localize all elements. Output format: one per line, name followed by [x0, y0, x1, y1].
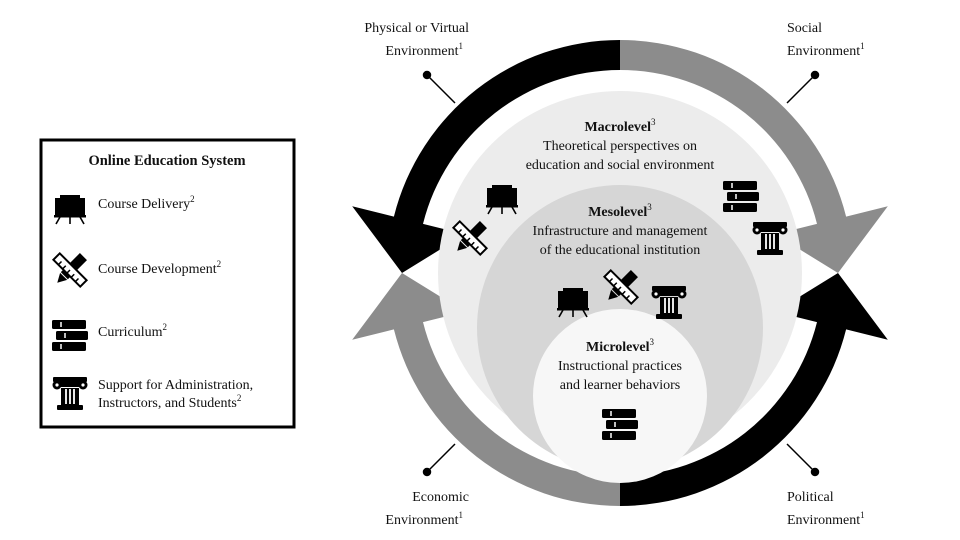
env-social-line-2: Environment1: [787, 41, 865, 59]
microlevel-title: Microlevel3: [586, 337, 655, 355]
legend-item-course-delivery: Course Delivery2: [53, 194, 195, 225]
macrolevel-title: Macrolevel3: [584, 117, 656, 135]
books-icon: [601, 408, 639, 441]
pointer-dot-economic: [422, 467, 432, 477]
macrolevel-line-1: Theoretical perspectives on: [543, 139, 697, 154]
env-political-line-1: Political: [787, 490, 834, 505]
legend-item-label: Curriculum: [98, 325, 163, 340]
pointer-line-physical: [426, 74, 456, 104]
legend-item-label: Course Development: [98, 262, 217, 277]
legend-item-curriculum: Curriculum2: [51, 319, 167, 352]
legend-item-label: Instructors, and Students: [98, 396, 237, 411]
svg-text:Curriculum2: Curriculum2: [98, 322, 167, 340]
cycle-arrows: [352, 39, 888, 507]
mesolevel-line-2: of the educational institution: [540, 243, 701, 258]
arrow-dark-right: [620, 273, 888, 507]
pointer-line-political: [786, 443, 816, 473]
pointer-dot-physical: [422, 70, 432, 80]
environment-pointers: [422, 70, 820, 477]
env-economic-line-2: Environment1: [385, 510, 463, 528]
legend-title: Online Education System: [88, 153, 245, 169]
legend-item-mark: 2: [217, 259, 222, 269]
env-physical-line-2: Environment1: [385, 41, 463, 59]
microlevel-circle: [533, 309, 707, 483]
microlevel-line-2: and learner behaviors: [560, 378, 681, 393]
svg-text:Course Development2: Course Development2: [98, 259, 221, 277]
legend-item-label: Support for Administration,: [98, 378, 253, 393]
mesolevel-title: Mesolevel3: [588, 202, 652, 220]
legend-item-course-development: Course Development2: [52, 252, 221, 288]
books-icon: [51, 319, 89, 352]
env-physical-line-1: Physical or Virtual: [364, 21, 469, 36]
mesolevel-line-1: Infrastructure and management: [533, 224, 708, 239]
legend-item-mark: 2: [190, 194, 195, 204]
env-social-line-1: Social: [787, 21, 822, 36]
env-political-line-2: Environment1: [787, 510, 865, 528]
env-economic-line-1: Economic: [412, 490, 469, 505]
svg-text:Course Delivery2: Course Delivery2: [98, 194, 195, 212]
legend-item-mark: 2: [163, 322, 168, 332]
easel-icon: [485, 184, 519, 215]
pointer-line-economic: [426, 443, 456, 473]
legend-item-mark: 2: [237, 393, 242, 403]
pointer-line-social: [786, 74, 816, 104]
legend-item-label: Course Delivery: [98, 197, 190, 212]
books-icon: [722, 180, 760, 213]
arrow-gray-left: [352, 273, 620, 506]
legend-item-support: Support for Administration, Instructors,…: [51, 376, 253, 411]
pointer-dot-political: [810, 467, 820, 477]
svg-text:Instructors, and Students2: Instructors, and Students2: [98, 393, 241, 411]
easel-icon: [53, 194, 87, 225]
arrow-dark-left: [352, 39, 620, 273]
easel-icon: [556, 287, 590, 318]
pointer-dot-social: [810, 70, 820, 80]
macrolevel-line-2: education and social environment: [526, 158, 715, 173]
microlevel-line-1: Instructional practices: [558, 359, 682, 374]
arrow-gray-right: [620, 39, 888, 273]
